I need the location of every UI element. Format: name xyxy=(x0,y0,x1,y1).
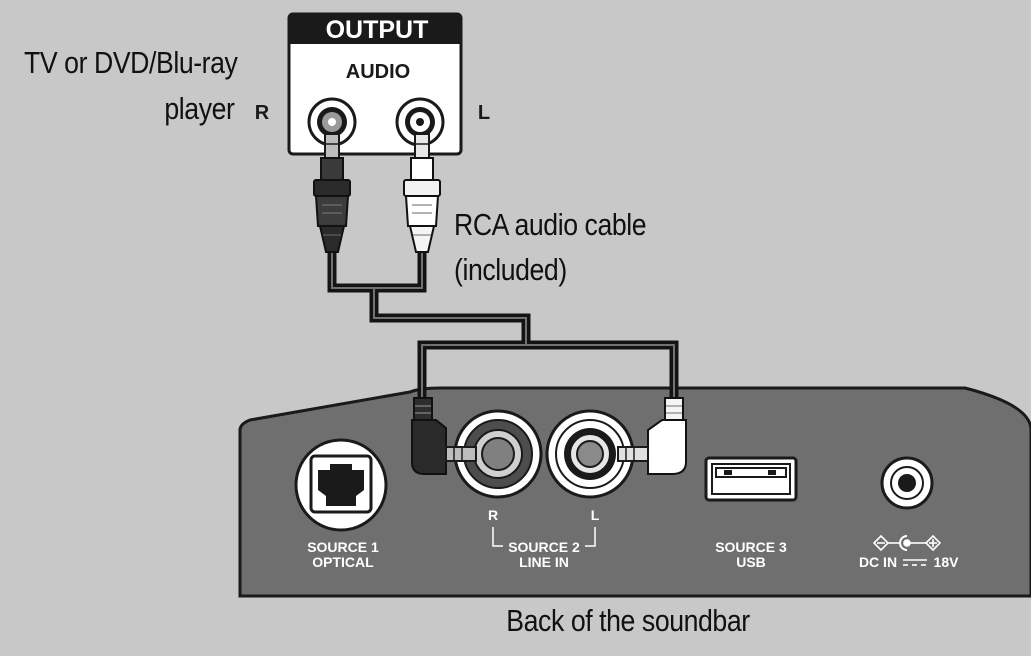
device-name-line1: TV or DVD/Blu-ray xyxy=(24,45,238,80)
usb-port-icon xyxy=(704,456,798,502)
rca-jack-icon xyxy=(307,97,357,147)
source1-label-line1: SOURCE 1 xyxy=(307,539,379,555)
dc-voltage-label: 18V xyxy=(934,554,960,570)
source-device-panel: OUTPUT AUDIO xyxy=(287,12,463,156)
rca-plug-icon xyxy=(403,133,441,253)
jack-letter-r: R xyxy=(255,102,270,124)
soundbar-caption: Back of the soundbar xyxy=(506,603,750,638)
source2-label-line1: SOURCE 2 xyxy=(508,539,580,555)
rca-plug-icon xyxy=(617,397,687,475)
dc-in-label: DC IN xyxy=(859,554,897,570)
source2-r-label: R xyxy=(488,507,498,523)
dc-power-jack-icon xyxy=(880,456,934,510)
source2-label-line2: LINE IN xyxy=(519,554,569,570)
rca-plug-icon xyxy=(411,397,477,475)
jack-letter-l: L xyxy=(478,102,490,124)
device-name-line2: player xyxy=(163,91,234,126)
dc-symbol-icon xyxy=(903,559,927,566)
optical-port-icon xyxy=(294,438,388,532)
source1-label-line2: OPTICAL xyxy=(312,554,374,570)
rca-plug-icon xyxy=(313,133,351,253)
output-header: OUTPUT xyxy=(326,16,429,44)
source3-label-line2: USB xyxy=(736,554,766,570)
source2-l-label: L xyxy=(591,507,600,523)
dc-polarity-icon xyxy=(872,534,942,552)
cable-label-line1: RCA audio cable xyxy=(454,207,647,242)
source3-label-line1: SOURCE 3 xyxy=(715,539,787,555)
audio-label: AUDIO xyxy=(346,61,410,83)
cable-label-line2: (included) xyxy=(454,252,567,287)
rca-jack-icon xyxy=(453,409,543,499)
rca-jack-icon xyxy=(545,409,635,499)
source2-bracket xyxy=(492,527,596,547)
